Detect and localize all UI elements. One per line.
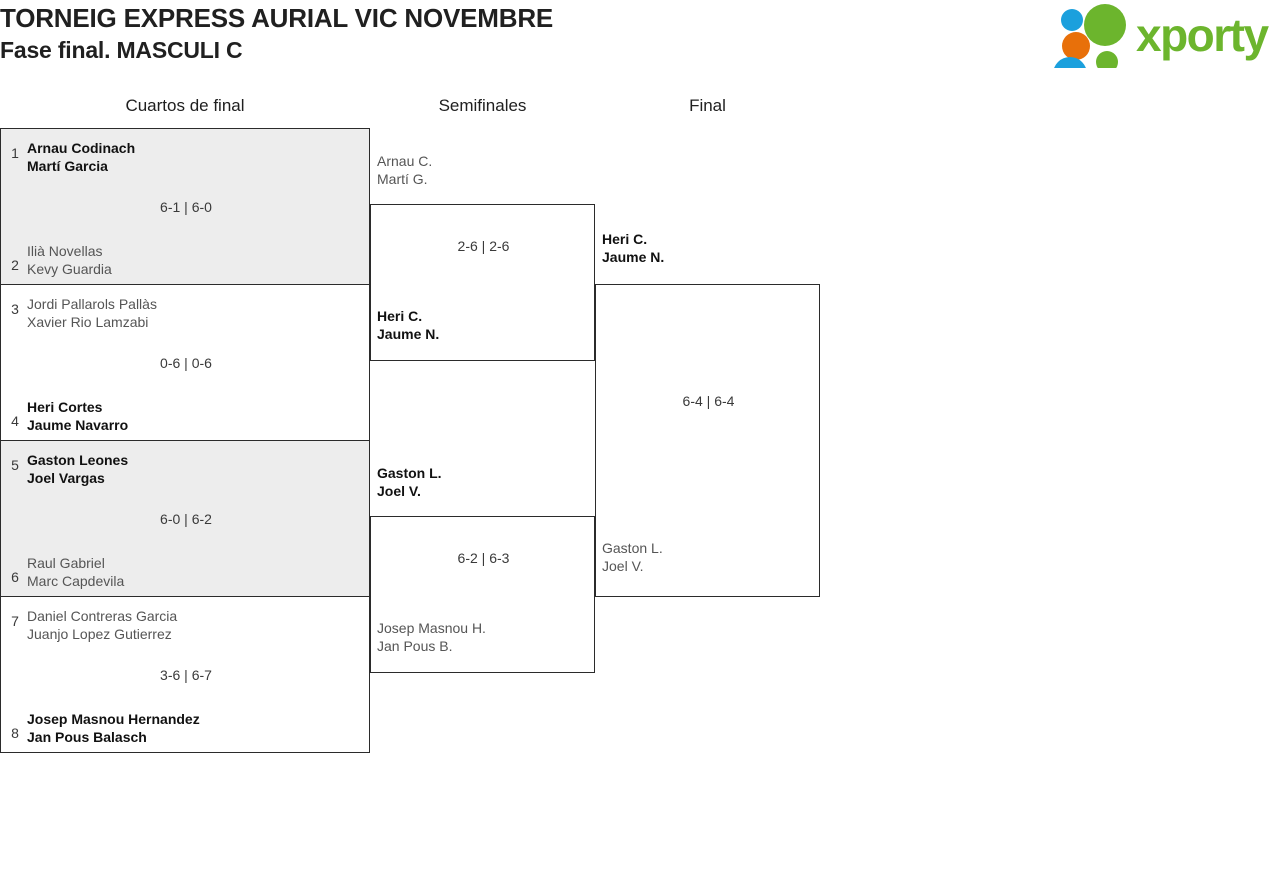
player-name: Joel V.: [377, 483, 421, 499]
player-name: Daniel Contreras Garcia: [27, 608, 178, 624]
team-top: Arnau C. Martí G.: [377, 152, 432, 188]
match-score: 0-6 | 0-6: [160, 355, 212, 371]
match-qf-3[interactable]: 5 Gaston Leones Joel Vargas 6-0 | 6-2 6 …: [0, 440, 370, 597]
player-name: Heri Cortes: [27, 399, 103, 415]
player-name: Jaume Navarro: [27, 417, 129, 433]
team-bottom: Josep Masnou H. Jan Pous B.: [377, 619, 486, 655]
seed-number: 2: [11, 257, 19, 273]
match-score: 6-0 | 6-2: [160, 511, 212, 527]
match-qf-1[interactable]: 1 Arnau Codinach Martí Garcia 6-1 | 6-0 …: [0, 128, 370, 285]
match-score: 6-2 | 6-3: [457, 550, 510, 566]
team-top: Arnau Codinach Martí Garcia: [27, 139, 135, 175]
logo-wordmark: xporty: [1136, 9, 1269, 61]
team-bottom: Heri Cortes Jaume Navarro: [27, 398, 128, 434]
player-name: Martí Garcia: [27, 158, 108, 174]
player-name: Xavier Rio Lamzabi: [27, 314, 149, 330]
team-bottom: Heri C. Jaume N.: [377, 307, 439, 343]
player-name: Gaston L.: [377, 465, 442, 481]
match-score: 6-4 | 6-4: [682, 393, 735, 409]
team-top: Daniel Contreras Garcia Juanjo Lopez Gut…: [27, 607, 177, 643]
team-bottom: Josep Masnou Hernandez Jan Pous Balasch: [27, 710, 200, 746]
player-name: Jan Pous Balasch: [27, 729, 147, 745]
seed-number: 6: [11, 569, 19, 585]
player-name: Martí G.: [377, 171, 428, 187]
match-final[interactable]: Heri C. Jaume N. 6-4 | 6-4 Gaston L. Joe…: [595, 231, 820, 597]
page-title: TORNEIG EXPRESS AURIAL VIC NOVEMBRE: [0, 3, 554, 33]
player-name: Gaston Leones: [27, 452, 129, 468]
player-name: Jan Pous B.: [377, 638, 453, 654]
player-name: Josep Masnou Hernandez: [27, 711, 200, 727]
seed-number: 8: [11, 725, 19, 741]
player-name: Raul Gabriel: [27, 555, 105, 571]
seed-number: 3: [11, 301, 19, 317]
logo-dots-icon: [1054, 4, 1126, 68]
match-score: 2-6 | 2-6: [457, 238, 510, 254]
player-name: Joel Vargas: [27, 470, 105, 486]
match-sf-2[interactable]: Gaston L. Joel V. 6-2 | 6-3 Josep Masnou…: [370, 465, 595, 673]
player-name: Kevy Guardia: [27, 261, 112, 277]
seed-number: 1: [11, 145, 19, 161]
player-name: Ilià Novellas: [27, 243, 103, 259]
team-top: Gaston L. Joel V.: [377, 464, 442, 500]
column-header-quarterfinals: Cuartos de final: [125, 96, 245, 115]
page-header: TORNEIG EXPRESS AURIAL VIC NOVEMBRE Fase…: [0, 0, 1280, 80]
team-top: Jordi Pallarols Pallàs Xavier Rio Lamzab…: [27, 295, 157, 331]
team-top: Gaston Leones Joel Vargas: [27, 451, 128, 487]
match-sf-1[interactable]: Arnau C. Martí G. 2-6 | 2-6 Heri C. Jaum…: [370, 153, 595, 361]
match-qf-2[interactable]: 3 Jordi Pallarols Pallàs Xavier Rio Lamz…: [0, 284, 370, 441]
xporty-logo[interactable]: xporty: [1050, 4, 1274, 68]
player-name: Jordi Pallarols Pallàs: [27, 296, 157, 312]
seed-number: 7: [11, 613, 19, 629]
player-name: Jaume N.: [377, 326, 440, 342]
seed-number: 5: [11, 457, 19, 473]
player-name: Heri C.: [377, 308, 423, 324]
column-header-semifinals: Semifinales: [438, 96, 527, 115]
title-block: TORNEIG EXPRESS AURIAL VIC NOVEMBRE Fase…: [0, 2, 900, 66]
match-score: 3-6 | 6-7: [160, 667, 212, 683]
match-qf-4[interactable]: 7 Daniel Contreras Garcia Juanjo Lopez G…: [0, 596, 370, 753]
team-bottom: Raul Gabriel Marc Capdevila: [27, 554, 124, 590]
team-top: Heri C. Jaume N.: [602, 230, 664, 266]
match-score: 6-1 | 6-0: [160, 199, 212, 215]
team-bottom: Gaston L. Joel V.: [602, 539, 663, 575]
player-name: Marc Capdevila: [27, 573, 125, 589]
player-name: Arnau Codinach: [27, 140, 136, 156]
team-bottom: Ilià Novellas Kevy Guardia: [27, 242, 112, 278]
player-name: Heri C.: [602, 231, 648, 247]
column-header-final: Final: [689, 96, 726, 115]
player-name: Joel V.: [602, 558, 644, 574]
player-name: Arnau C.: [377, 153, 433, 169]
seed-number: 4: [11, 413, 19, 429]
player-name: Jaume N.: [602, 249, 665, 265]
page-subtitle: Fase final. MASCULI C: [0, 37, 243, 63]
player-name: Juanjo Lopez Gutierrez: [27, 626, 172, 642]
player-name: Josep Masnou H.: [377, 620, 486, 636]
player-name: Gaston L.: [602, 540, 663, 556]
